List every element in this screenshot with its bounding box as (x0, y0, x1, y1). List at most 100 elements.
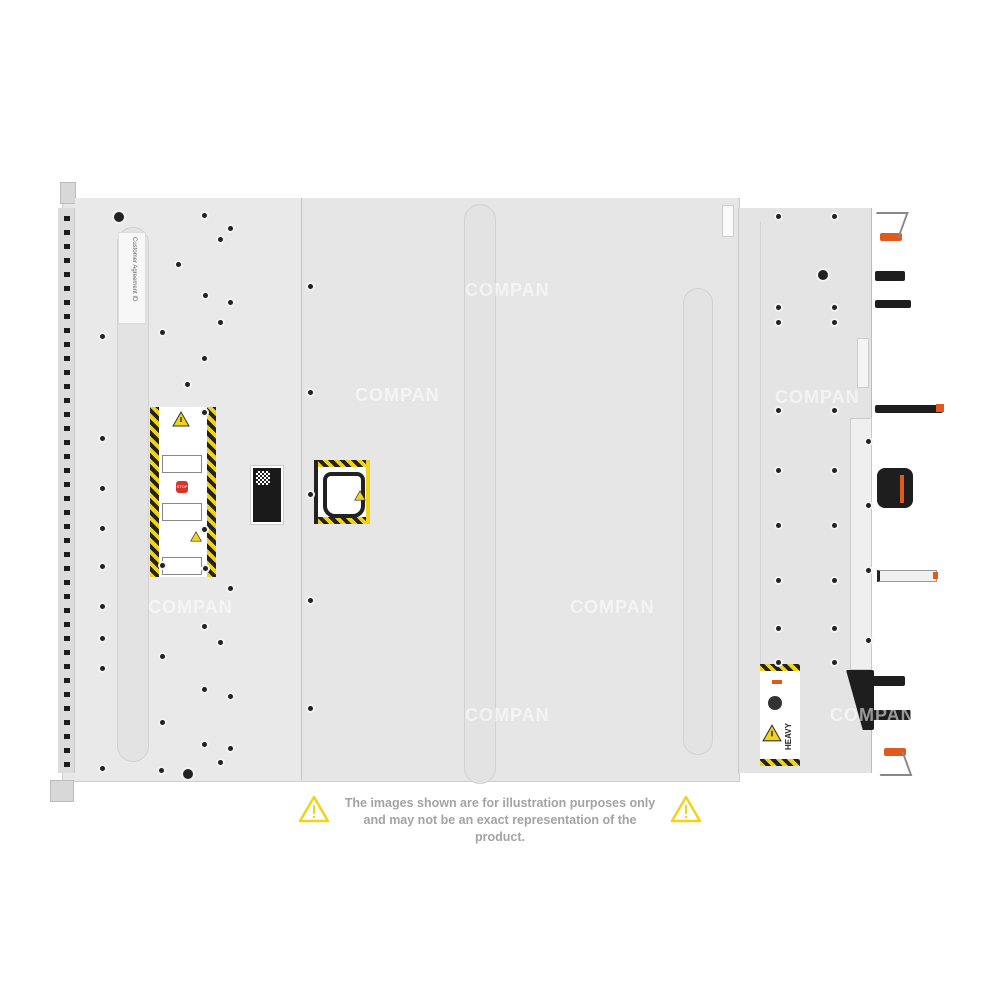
screw (776, 408, 781, 413)
wire-handle-top[interactable] (867, 212, 909, 238)
screw (176, 262, 181, 267)
customer-agreement-text: Customer Agreement ID (131, 237, 137, 302)
serial-tag (857, 338, 869, 388)
screw (100, 334, 105, 339)
person-icon (768, 696, 782, 710)
screw (308, 390, 313, 395)
rear-handle-1[interactable] (875, 271, 905, 281)
screw (202, 687, 207, 692)
psu-latch[interactable] (936, 404, 944, 412)
mounting-hole (114, 212, 124, 222)
screw (100, 486, 105, 491)
cover-groove-right (683, 288, 713, 755)
warning-triangle-icon (298, 795, 330, 823)
vent-hole (64, 454, 70, 459)
screw (832, 578, 837, 583)
screw (832, 626, 837, 631)
screw (776, 468, 781, 473)
heavy-lift-label-edge (366, 460, 370, 524)
vent-hole (64, 636, 70, 641)
screw (832, 523, 837, 528)
screw (185, 382, 190, 387)
screw (228, 300, 233, 305)
vent-hole (64, 510, 70, 515)
psu-handle[interactable] (875, 405, 943, 413)
step-1-box (162, 455, 202, 473)
warning-triangle-icon (354, 490, 366, 501)
vent-hole (64, 734, 70, 739)
vent-hole (64, 440, 70, 445)
vent-hole (64, 692, 70, 697)
vent-hole (64, 720, 70, 725)
rack-ear-bottom (50, 780, 74, 802)
rear-panel-rib (760, 222, 761, 762)
fan-knob[interactable] (877, 468, 913, 508)
screw (228, 694, 233, 699)
heavy-tip-label: HEAVY (760, 664, 800, 766)
rear-handle-4[interactable] (873, 710, 911, 720)
rear-handle-3[interactable] (873, 676, 905, 686)
vent-hole (64, 328, 70, 333)
screw (202, 527, 207, 532)
psu-pull-tab[interactable] (877, 570, 937, 582)
vent-hole (64, 370, 70, 375)
release-latch-top[interactable] (880, 233, 902, 241)
screw (203, 566, 208, 571)
screw (160, 563, 165, 568)
screw (776, 305, 781, 310)
vent-hole (64, 300, 70, 305)
vent-hole (64, 356, 70, 361)
release-latch-bottom[interactable] (884, 748, 906, 756)
screw (308, 598, 313, 603)
vent-hole (64, 762, 70, 767)
vent-hole (64, 342, 70, 347)
screw (100, 766, 105, 771)
stop-sign-icon: STOP (176, 481, 188, 493)
screw (832, 660, 837, 665)
screw (218, 760, 223, 765)
vent-hole (64, 496, 70, 501)
psu-pull-tab-latch[interactable] (933, 572, 938, 579)
fan-knob-accent (900, 475, 904, 503)
vent-hole (64, 230, 70, 235)
hazard-stripe-bottom (760, 759, 800, 766)
step-3-box (162, 557, 202, 575)
front-vent-rail (58, 208, 75, 773)
vent-hole (64, 748, 70, 753)
vent-hole (64, 538, 70, 543)
qr-code-label (250, 465, 284, 525)
screw (202, 213, 207, 218)
screw (832, 320, 837, 325)
vent-hole (64, 286, 70, 291)
screw (218, 320, 223, 325)
vent-hole (64, 482, 70, 487)
screw (159, 768, 164, 773)
screw (202, 410, 207, 415)
vent-hole (64, 664, 70, 669)
vent-hole (64, 524, 70, 529)
vent-hole (64, 272, 70, 277)
heavy-lift-label (314, 460, 370, 524)
wire-handle-bottom[interactable] (871, 752, 913, 776)
vent-hole (64, 468, 70, 473)
vent-hole (64, 258, 70, 263)
screw (100, 666, 105, 671)
step-2-box (162, 503, 202, 521)
lift-procedure-label: STOP (150, 407, 216, 577)
vent-hole (64, 608, 70, 613)
tip-arrow-icon (772, 680, 782, 684)
vent-hole (64, 314, 70, 319)
screw (228, 586, 233, 591)
screw (100, 604, 105, 609)
vent-hole (64, 622, 70, 627)
rear-handle-2[interactable] (875, 300, 911, 308)
screw (228, 746, 233, 751)
qr-code-icon (256, 471, 270, 485)
screw (202, 624, 207, 629)
screw (832, 214, 837, 219)
screw (100, 526, 105, 531)
vent-hole (64, 398, 70, 403)
cover-groove-center (464, 204, 496, 784)
screw (776, 214, 781, 219)
vent-hole (64, 594, 70, 599)
